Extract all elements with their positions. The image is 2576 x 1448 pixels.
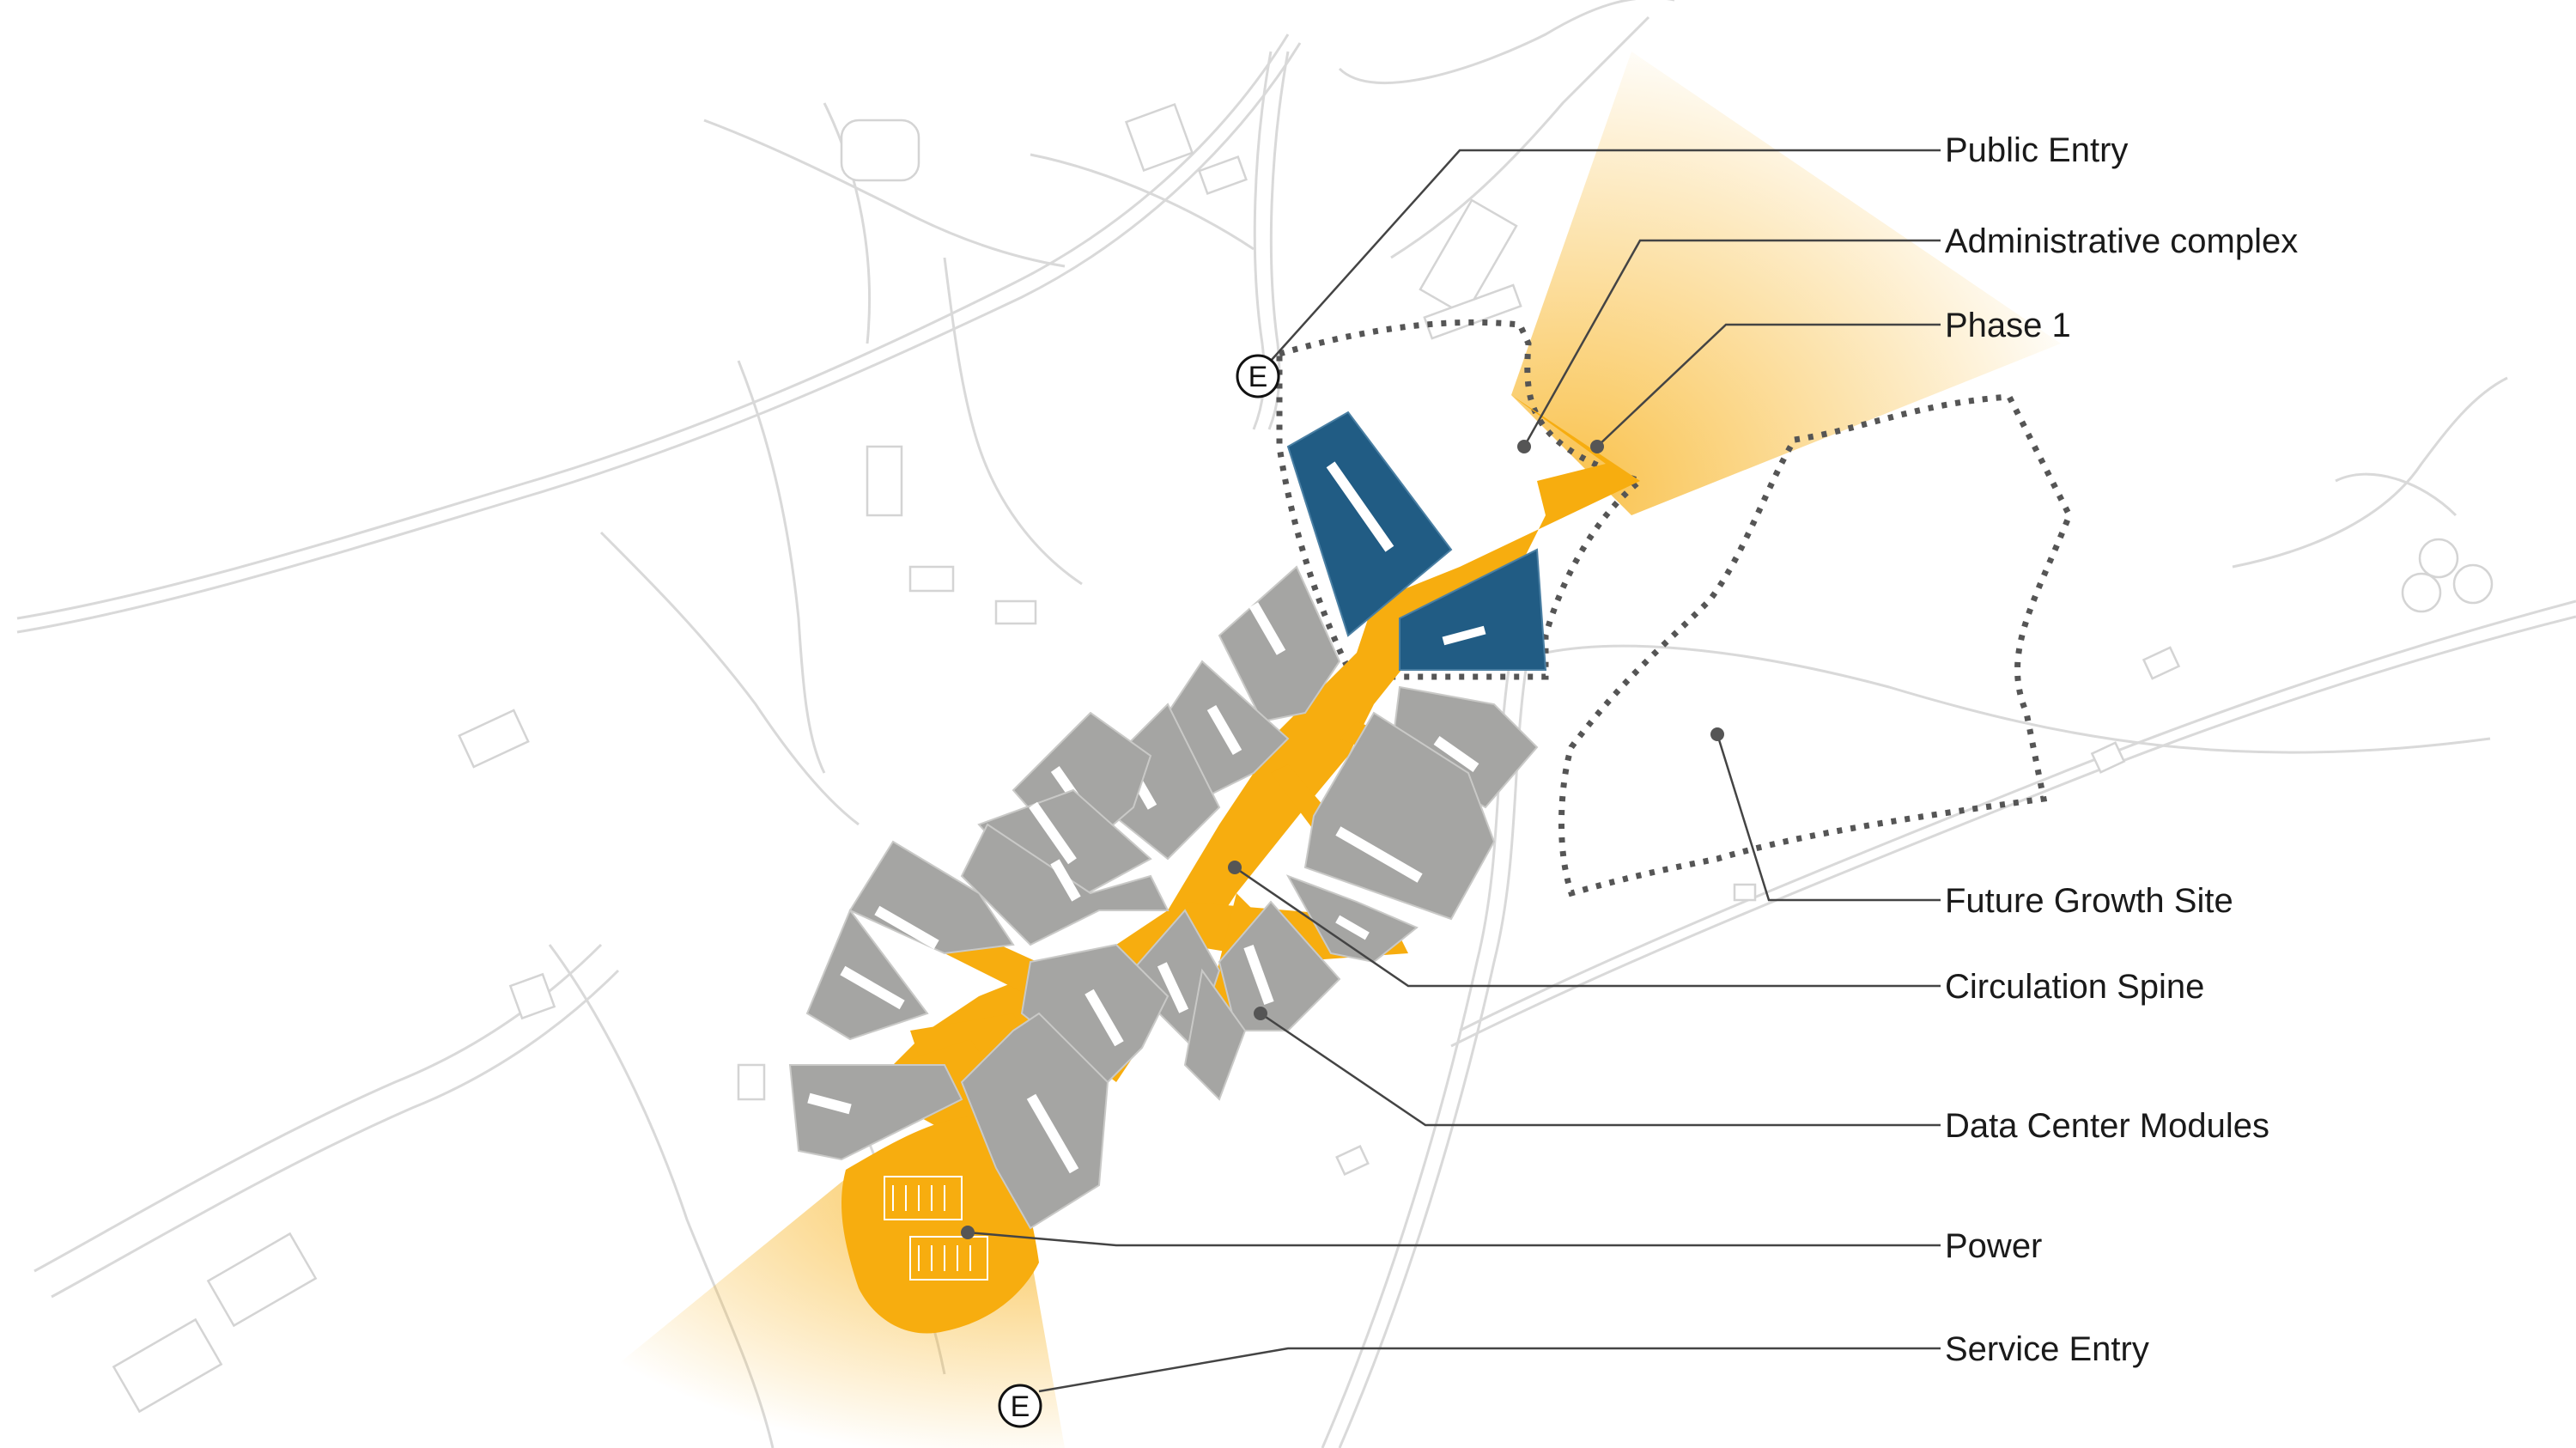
label-service-entry: Service Entry [1945,1330,2149,1368]
label-administrative-complex: Administrative complex [1945,222,2298,260]
leader-data-center-modules [1260,1012,1941,1127]
module [805,909,929,1041]
label-circulation-spine: Circulation Spine [1945,968,2204,1006]
module [1303,711,1496,921]
label-future-growth-site: Future Growth Site [1945,882,2233,920]
public-entry-marker: E [1236,354,1280,399]
module [1285,874,1419,964]
leader-service-entry [1038,1347,1941,1393]
administrative-complex [1286,411,1547,671]
admin-building [1399,548,1547,671]
labels: Public Entry Administrative complex Phas… [1945,131,2298,1368]
module [1183,968,1247,1101]
leader-administrative-complex [1522,239,1941,447]
public-entry-glow [1511,52,2061,515]
power-equipment [884,1176,988,1281]
module [960,1012,1109,1230]
module [960,823,1170,946]
leader-lines [967,149,1941,1393]
future-growth-boundary [1558,393,2073,897]
module [1218,565,1341,723]
leader-future-growth-site [1716,733,1941,902]
label-phase-1: Phase 1 [1945,307,2071,344]
label-data-center-modules: Data Center Modules [1945,1107,2269,1145]
label-power: Power [1945,1227,2042,1265]
leader-dots [961,440,1724,1239]
public-entry-letter: E [1249,361,1268,393]
power-zone [841,1116,1039,1334]
leader-phase-1 [1596,323,1941,447]
leader-circulation-spine [1234,866,1941,988]
leader-power [967,1231,1941,1247]
module [788,1064,963,1161]
label-public-entry: Public Entry [1945,131,2128,169]
module [848,840,1015,955]
leader-public-entry [1270,149,1941,362]
service-entry-marker: E [998,1384,1042,1428]
data-center-modules [788,565,1539,1230]
boundaries [1276,319,2073,897]
service-entry-letter: E [1011,1390,1030,1423]
admin-building [1286,411,1453,637]
module [1218,900,1341,1031]
phase-1-boundary [1276,319,1647,680]
module [1020,943,1170,1084]
